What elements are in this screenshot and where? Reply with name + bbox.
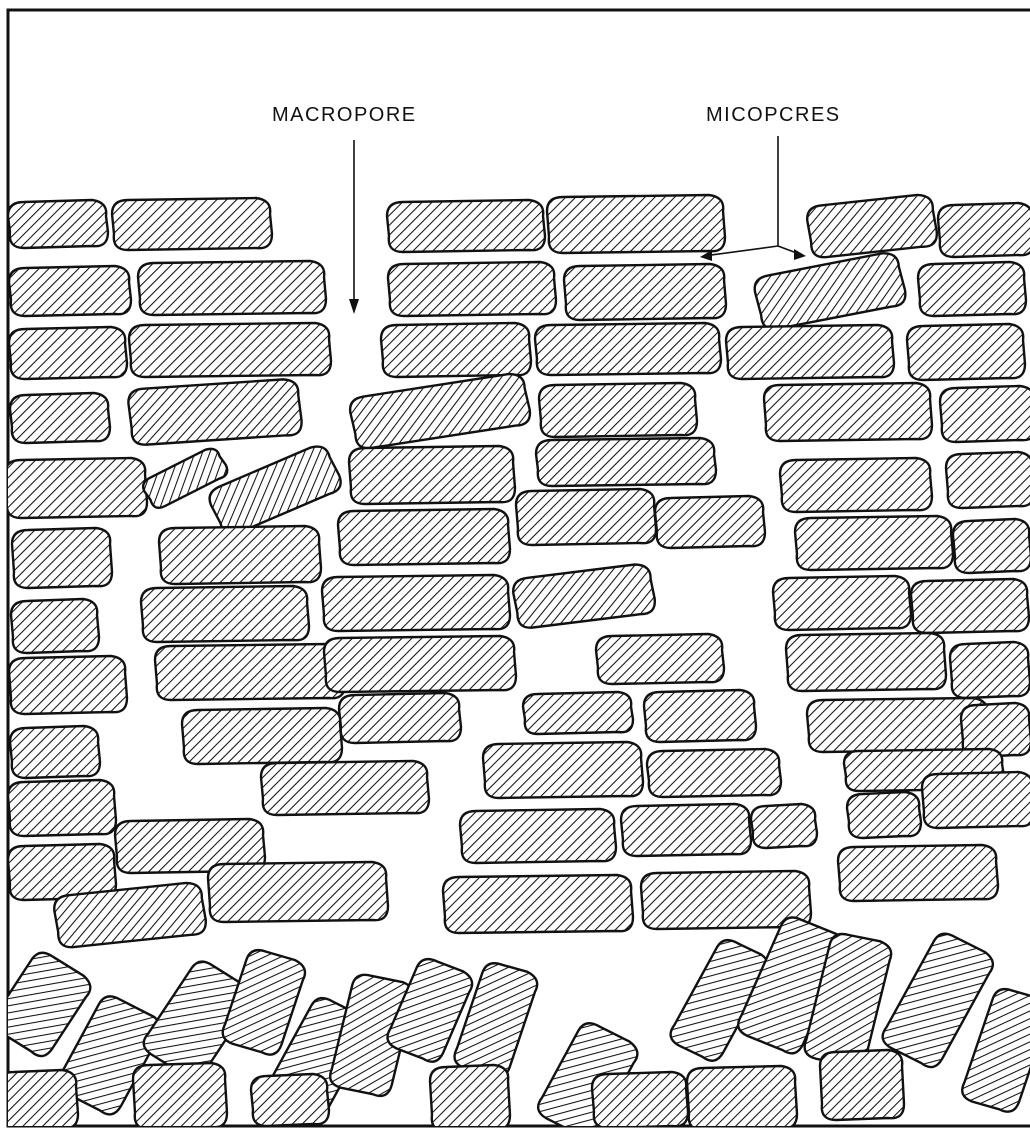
soil-aggregate — [10, 726, 100, 778]
soil-aggregate — [655, 496, 765, 548]
soil-aggregate — [592, 1072, 688, 1128]
soil-aggregate — [773, 576, 911, 630]
soil-aggregate — [953, 519, 1030, 573]
soil-aggregate — [155, 644, 345, 700]
soil-aggregate — [322, 575, 510, 631]
soil-aggregate — [9, 266, 131, 316]
soil-aggregate — [12, 528, 112, 588]
soil-aggregate — [460, 809, 616, 863]
soil-aggregate — [751, 804, 817, 848]
micropores-label: MICOPCRES — [706, 104, 841, 126]
soil-aggregate — [820, 1050, 904, 1120]
soil-aggregate — [483, 742, 643, 798]
soil-aggregate — [9, 327, 127, 379]
soil-aggregate — [138, 261, 326, 315]
soil-aggregate — [946, 452, 1030, 508]
soil-aggregate — [922, 772, 1030, 828]
soil-aggregate — [141, 586, 309, 642]
soil-aggregate — [430, 1065, 510, 1131]
soil-aggregate — [516, 489, 656, 545]
soil-aggregate — [339, 693, 461, 743]
soil-aggregate — [11, 599, 99, 653]
soil-aggregate — [9, 656, 127, 714]
soil-aggregate — [950, 642, 1030, 698]
soil-aggregate — [8, 200, 108, 248]
soil-aggregate — [251, 1074, 329, 1126]
soil-aggregate — [10, 393, 110, 443]
macropore-label: MACROPORE — [272, 104, 417, 126]
soil-aggregate — [8, 780, 116, 836]
soil-aggregate — [261, 761, 429, 815]
soil-aggregate — [128, 379, 303, 446]
soil-aggregate — [324, 636, 516, 692]
soil-aggregate — [918, 262, 1026, 316]
soil-aggregate — [764, 383, 932, 441]
soil-aggregate — [907, 324, 1025, 380]
soil-aggregate — [621, 804, 751, 856]
soil-aggregate — [159, 526, 321, 584]
soil-aggregate — [780, 458, 932, 512]
soil-aggregate — [381, 323, 531, 377]
soil-aggregate — [388, 262, 556, 316]
soil-aggregate — [786, 633, 946, 691]
soil-aggregate — [795, 516, 953, 570]
soil-aggregate — [547, 195, 725, 253]
soil-aggregate — [523, 692, 633, 734]
soil-aggregate — [938, 203, 1030, 257]
soil-aggregate — [596, 634, 724, 684]
soil-aggregate — [847, 792, 921, 838]
soil-aggregate — [443, 875, 633, 933]
soil-aggregate — [687, 1066, 797, 1130]
soil-aggregate — [133, 1063, 227, 1129]
soil-aggregate — [940, 386, 1030, 442]
soil-aggregate — [5, 458, 147, 518]
soil-aggregate — [0, 1070, 78, 1130]
soil-aggregate — [644, 690, 756, 742]
soil-aggregate — [536, 438, 716, 486]
soil-aggregate — [349, 446, 515, 504]
soil-aggregate — [838, 845, 998, 901]
soil-aggregate — [911, 579, 1029, 633]
soil-aggregate — [208, 862, 388, 922]
soil-aggregate — [338, 509, 510, 565]
soil-aggregate — [535, 323, 721, 375]
soil-aggregate — [564, 264, 726, 320]
soil-aggregate — [182, 708, 342, 764]
soil-aggregate — [387, 200, 545, 252]
soil-aggregate — [129, 323, 331, 377]
soil-aggregate — [647, 749, 781, 797]
soil-aggregate — [112, 198, 272, 250]
soil-aggregate — [726, 325, 894, 379]
soil-aggregate — [539, 383, 697, 437]
